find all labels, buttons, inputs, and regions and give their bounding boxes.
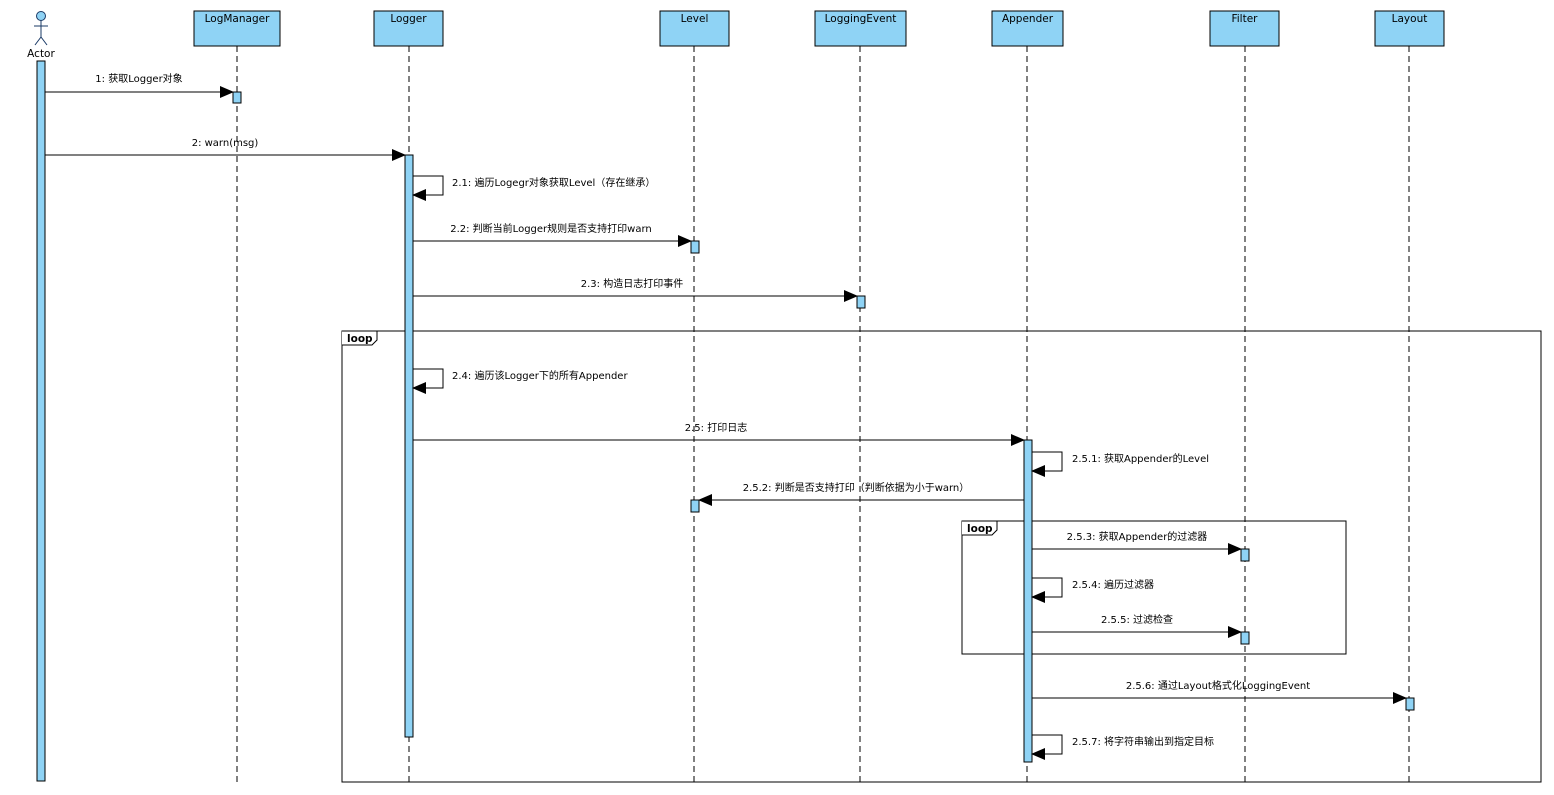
actor-activation: [36, 60, 46, 782]
message-2-5-7-arrow: [1031, 734, 1063, 760]
participant-filter[interactable]: Filter: [1209, 10, 1280, 47]
activation-filter-1: [1240, 548, 1250, 562]
message-2-5-label: 2.5: 打印日志: [685, 421, 747, 434]
participant-appender-label: Appender: [1002, 13, 1054, 25]
message-2-5-6-label: 2.5.6: 通过Layout格式化LoggingEvent: [1126, 679, 1310, 692]
message-2-5-3-label: 2.5.3: 获取Appender的过滤器: [1067, 530, 1208, 543]
participant-level[interactable]: Level: [659, 10, 730, 47]
message-2-4-arrow: [412, 368, 444, 394]
message-2-3-label: 2.3: 构造日志打印事件: [581, 277, 683, 290]
actor[interactable]: Actor: [27, 11, 55, 61]
activation-loggingevent: [856, 295, 866, 309]
participant-level-label: Level: [681, 13, 709, 25]
participant-appender[interactable]: Appender: [991, 10, 1064, 47]
message-2-5-7-label: 2.5.7: 将字符串输出到指定目标: [1072, 735, 1214, 748]
activation-layout: [1405, 697, 1415, 711]
activation-level-1: [690, 240, 700, 254]
activation-appender: [1023, 439, 1033, 763]
participant-logmanager[interactable]: LogManager: [193, 10, 281, 47]
participant-layout[interactable]: Layout: [1374, 10, 1445, 47]
message-2-1-arrow: [412, 175, 444, 201]
participant-logmanager-label: LogManager: [205, 13, 270, 25]
loop-frame-inner: loop: [961, 520, 1347, 655]
stick-figure-icon: [34, 11, 48, 46]
loop-frame-outer: loop: [341, 330, 1542, 783]
message-2-5-2-label: 2.5.2: 判断是否支持打印（判断依据为小于warn）: [743, 481, 970, 494]
message-2-5-1-label: 2.5.1: 获取Appender的Level: [1072, 452, 1209, 465]
loop-frame-inner-label: loop: [967, 523, 993, 535]
participant-layout-label: Layout: [1392, 13, 1428, 25]
activation-filter-2: [1240, 631, 1250, 645]
message-1-label: 1: 获取Logger对象: [95, 72, 182, 85]
message-2-5-1-arrow: [1031, 451, 1063, 477]
participant-filter-label: Filter: [1231, 13, 1258, 25]
message-2-1-label: 2.1: 遍历Logegr对象获取Level（存在继承）: [452, 176, 655, 189]
message-2-5-4-label: 2.5.4: 遍历过滤器: [1072, 578, 1154, 591]
participant-logger-label: Logger: [390, 13, 427, 25]
activation-logmanager: [232, 91, 242, 104]
message-2-4-label: 2.4: 遍历该Logger下的所有Appender: [452, 369, 628, 382]
participant-loggingevent[interactable]: LoggingEvent: [814, 10, 907, 47]
activation-level-2: [690, 499, 700, 513]
message-2-label: 2: warn(msg): [192, 138, 259, 149]
actor-label: Actor: [27, 48, 55, 60]
message-2-5-5-label: 2.5.5: 过滤检查: [1101, 613, 1173, 626]
message-2-2-label: 2.2: 判断当前Logger规则是否支持打印warn: [450, 222, 652, 235]
activation-logger: [404, 154, 414, 738]
participant-loggingevent-label: LoggingEvent: [825, 13, 897, 25]
loop-frame-outer-label: loop: [347, 333, 373, 345]
participant-logger[interactable]: Logger: [373, 10, 444, 47]
message-2-5-4-arrow: [1031, 577, 1063, 603]
